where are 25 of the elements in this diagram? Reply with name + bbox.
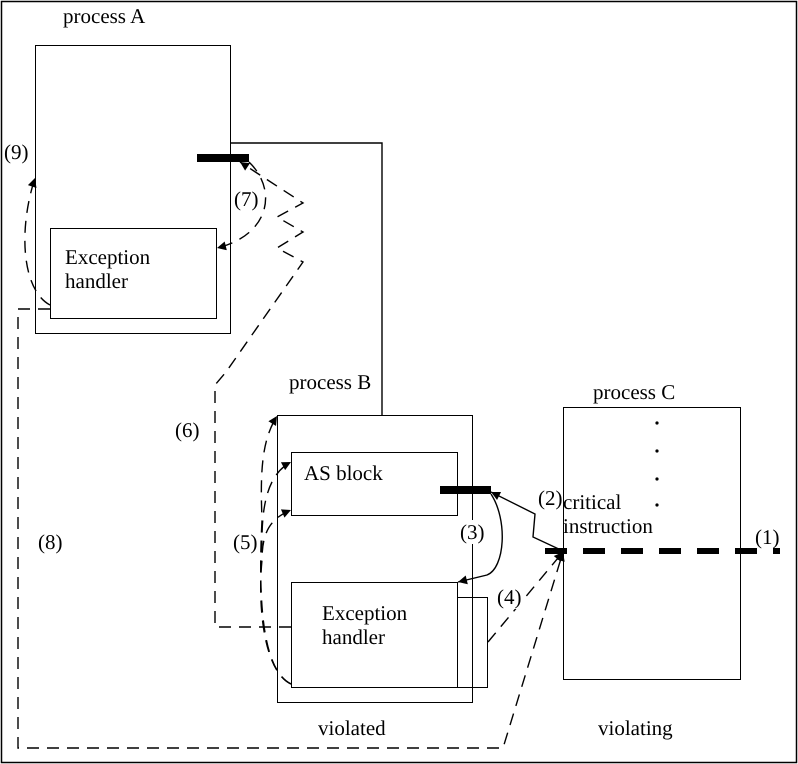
block-box [291,582,458,688]
arrow [216,162,266,250]
edge-label: (3) [460,520,484,544]
block-label: Exception handler [65,245,152,293]
process-label: process A [63,4,146,28]
arrow [458,494,503,584]
caption-text: violated [318,716,386,740]
process-label: process C [593,380,676,404]
block-label: Exception handler [322,601,408,649]
thick-bar [197,154,249,162]
arrow [487,552,564,642]
arrow [214,161,304,628]
process-label: process B [289,370,372,394]
block-box [50,228,217,319]
block-box [291,452,458,516]
arrow [17,308,565,749]
callout-number: (1) [755,525,780,549]
instruction-text: critical instruction [563,490,715,552]
arrow [24,178,50,306]
connector-line [231,142,383,415]
empty-box [458,597,488,688]
arrow [260,416,292,685]
caption-text: violating [598,716,673,740]
block-label: AS block [304,461,383,485]
thick-bar [440,486,491,494]
